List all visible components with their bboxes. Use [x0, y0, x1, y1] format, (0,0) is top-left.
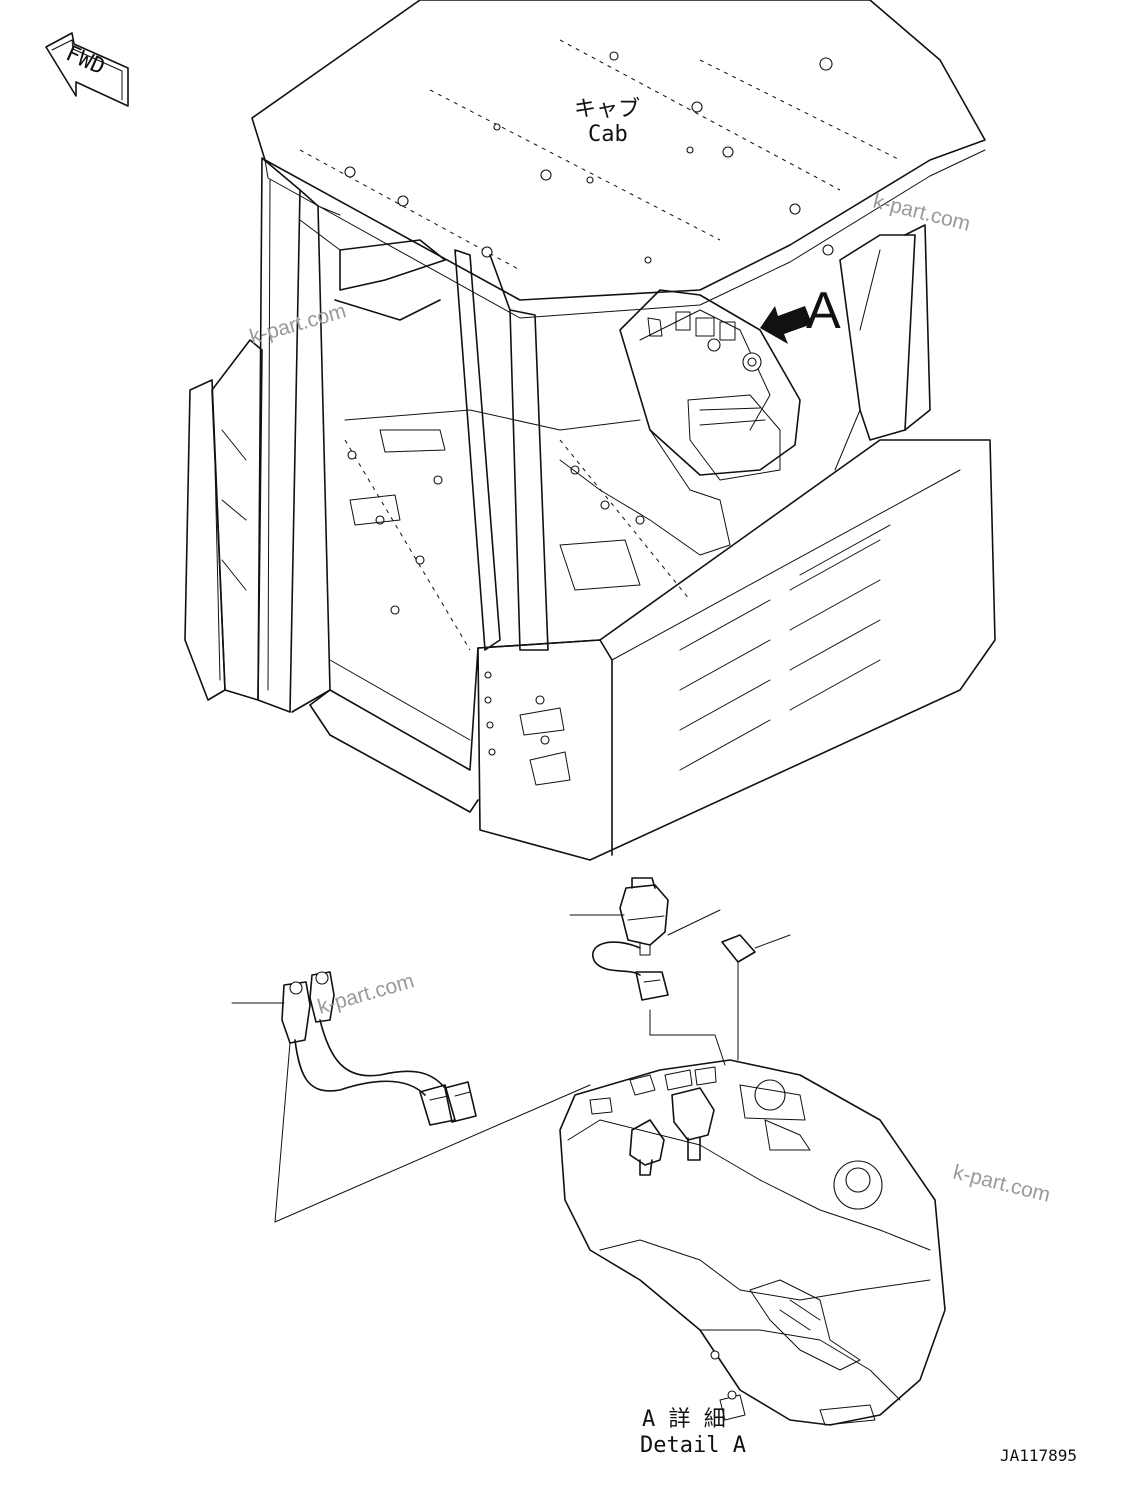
- switch-harness-assembly: [569, 877, 721, 1001]
- leader-line: [649, 1009, 726, 1066]
- detail-label-en: Detail A: [640, 1433, 746, 1458]
- fwd-label: FWD: [62, 41, 108, 80]
- leader-line: [274, 1042, 591, 1223]
- detail-a-console: [559, 1059, 946, 1426]
- cap-part: [721, 934, 791, 963]
- fwd-arrow-icon: FWD: [45, 32, 129, 107]
- cab-assembly: A キャブ Cab: [184, 0, 996, 861]
- view-marker: A: [806, 282, 841, 340]
- view-direction-arrow-icon: [760, 306, 812, 344]
- detail-label-jp: A 詳 細: [642, 1407, 726, 1432]
- drawing-number: JA117895: [1000, 1446, 1077, 1465]
- watermark-4: k-part.com: [951, 1161, 1053, 1207]
- cab-label-jp: キャブ: [574, 97, 640, 122]
- watermark-1: k-part.com: [871, 190, 973, 236]
- knob-harness-assembly: [231, 971, 591, 1223]
- cab-label-en: Cab: [588, 122, 628, 147]
